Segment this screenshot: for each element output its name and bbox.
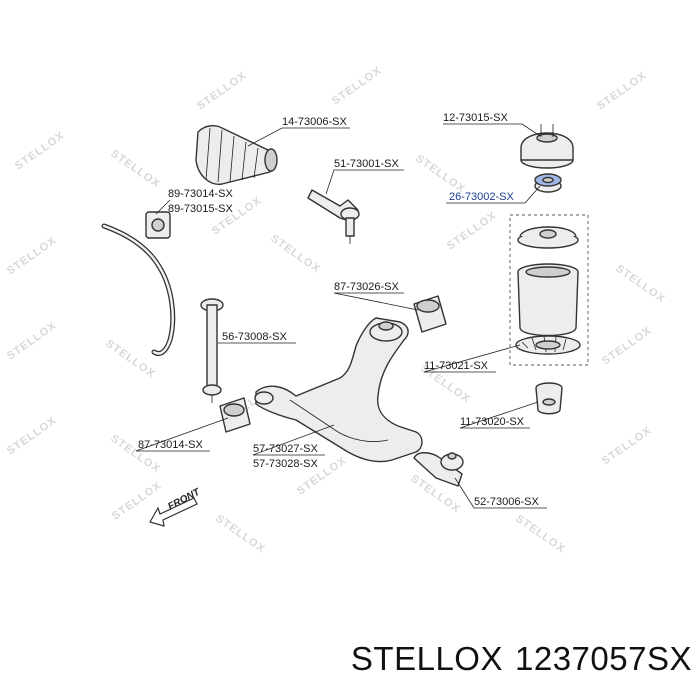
leader-lines — [135, 123, 547, 509]
watermark: STELLOX — [268, 233, 322, 276]
watermark: STELLOX — [5, 415, 59, 458]
bump-stop — [535, 382, 563, 415]
control-arm-bushing-rear — [219, 397, 251, 433]
strut-assembly-frame — [509, 214, 589, 366]
ball-joint — [413, 452, 464, 487]
watermark: STELLOX — [595, 70, 649, 113]
part-label: 51-73001-SX — [334, 158, 399, 170]
part-label: 89-73015-SX — [168, 203, 233, 215]
part-label: 56-73008-SX — [222, 331, 287, 343]
part-label: 57-73027-SX — [253, 443, 318, 455]
watermark: STELLOX — [210, 195, 264, 238]
strut-spring-seat — [517, 226, 579, 249]
part-number: 1237057SX — [515, 640, 692, 677]
part-label: 57-73028-SX — [253, 458, 318, 470]
watermark: STELLOX — [600, 425, 654, 468]
stabilizer-bar — [101, 223, 176, 356]
watermark: STELLOX — [600, 325, 654, 368]
watermark: STELLOX — [213, 513, 267, 556]
arrow-icon — [149, 497, 198, 527]
part-label: 11-73020-SX — [460, 416, 525, 428]
part-label: 87-73026-SX — [334, 281, 399, 293]
footer-product-caption: STELLOX 1237057SX — [351, 640, 692, 678]
brand-name: STELLOX — [350, 640, 503, 677]
watermark: STELLOX — [5, 320, 59, 363]
control-arm-bushing-front — [413, 295, 447, 333]
strut-bearing — [534, 173, 562, 193]
watermark: STELLOX — [445, 210, 499, 253]
strut-lower-seat — [515, 335, 581, 355]
part-label: 11-73021-SX — [424, 360, 489, 372]
part-label: 12-73015-SX — [443, 112, 508, 124]
lower-control-arm — [254, 317, 423, 463]
part-label-highlighted: 26-73002-SX — [449, 191, 514, 203]
part-label: 52-73006-SX — [474, 496, 539, 508]
watermark: STELLOX — [195, 70, 249, 113]
steering-rack-boot — [195, 124, 278, 185]
stabilizer-link — [200, 298, 224, 403]
stabilizer-bushing — [145, 211, 171, 239]
strut-top-mount — [520, 124, 574, 169]
part-label: 89-73014-SX — [168, 188, 233, 200]
watermark: STELLOX — [5, 235, 59, 278]
watermark: STELLOX — [103, 338, 157, 381]
part-labels: 14-73006-SX 12-73015-SX 51-73001-SX 26-7… — [138, 112, 539, 508]
watermark: STELLOX — [413, 153, 467, 196]
watermark: STELLOX — [108, 148, 162, 191]
watermark: STELLOX — [513, 513, 567, 556]
tie-rod-end — [307, 189, 360, 244]
part-label: 87-73014-SX — [138, 439, 203, 451]
part-label: 14-73006-SX — [282, 116, 347, 128]
watermark: STELLOX — [330, 65, 384, 108]
strut-dust-boot — [517, 263, 579, 337]
watermark: STELLOX — [613, 263, 667, 306]
watermark: STELLOX — [13, 130, 67, 173]
